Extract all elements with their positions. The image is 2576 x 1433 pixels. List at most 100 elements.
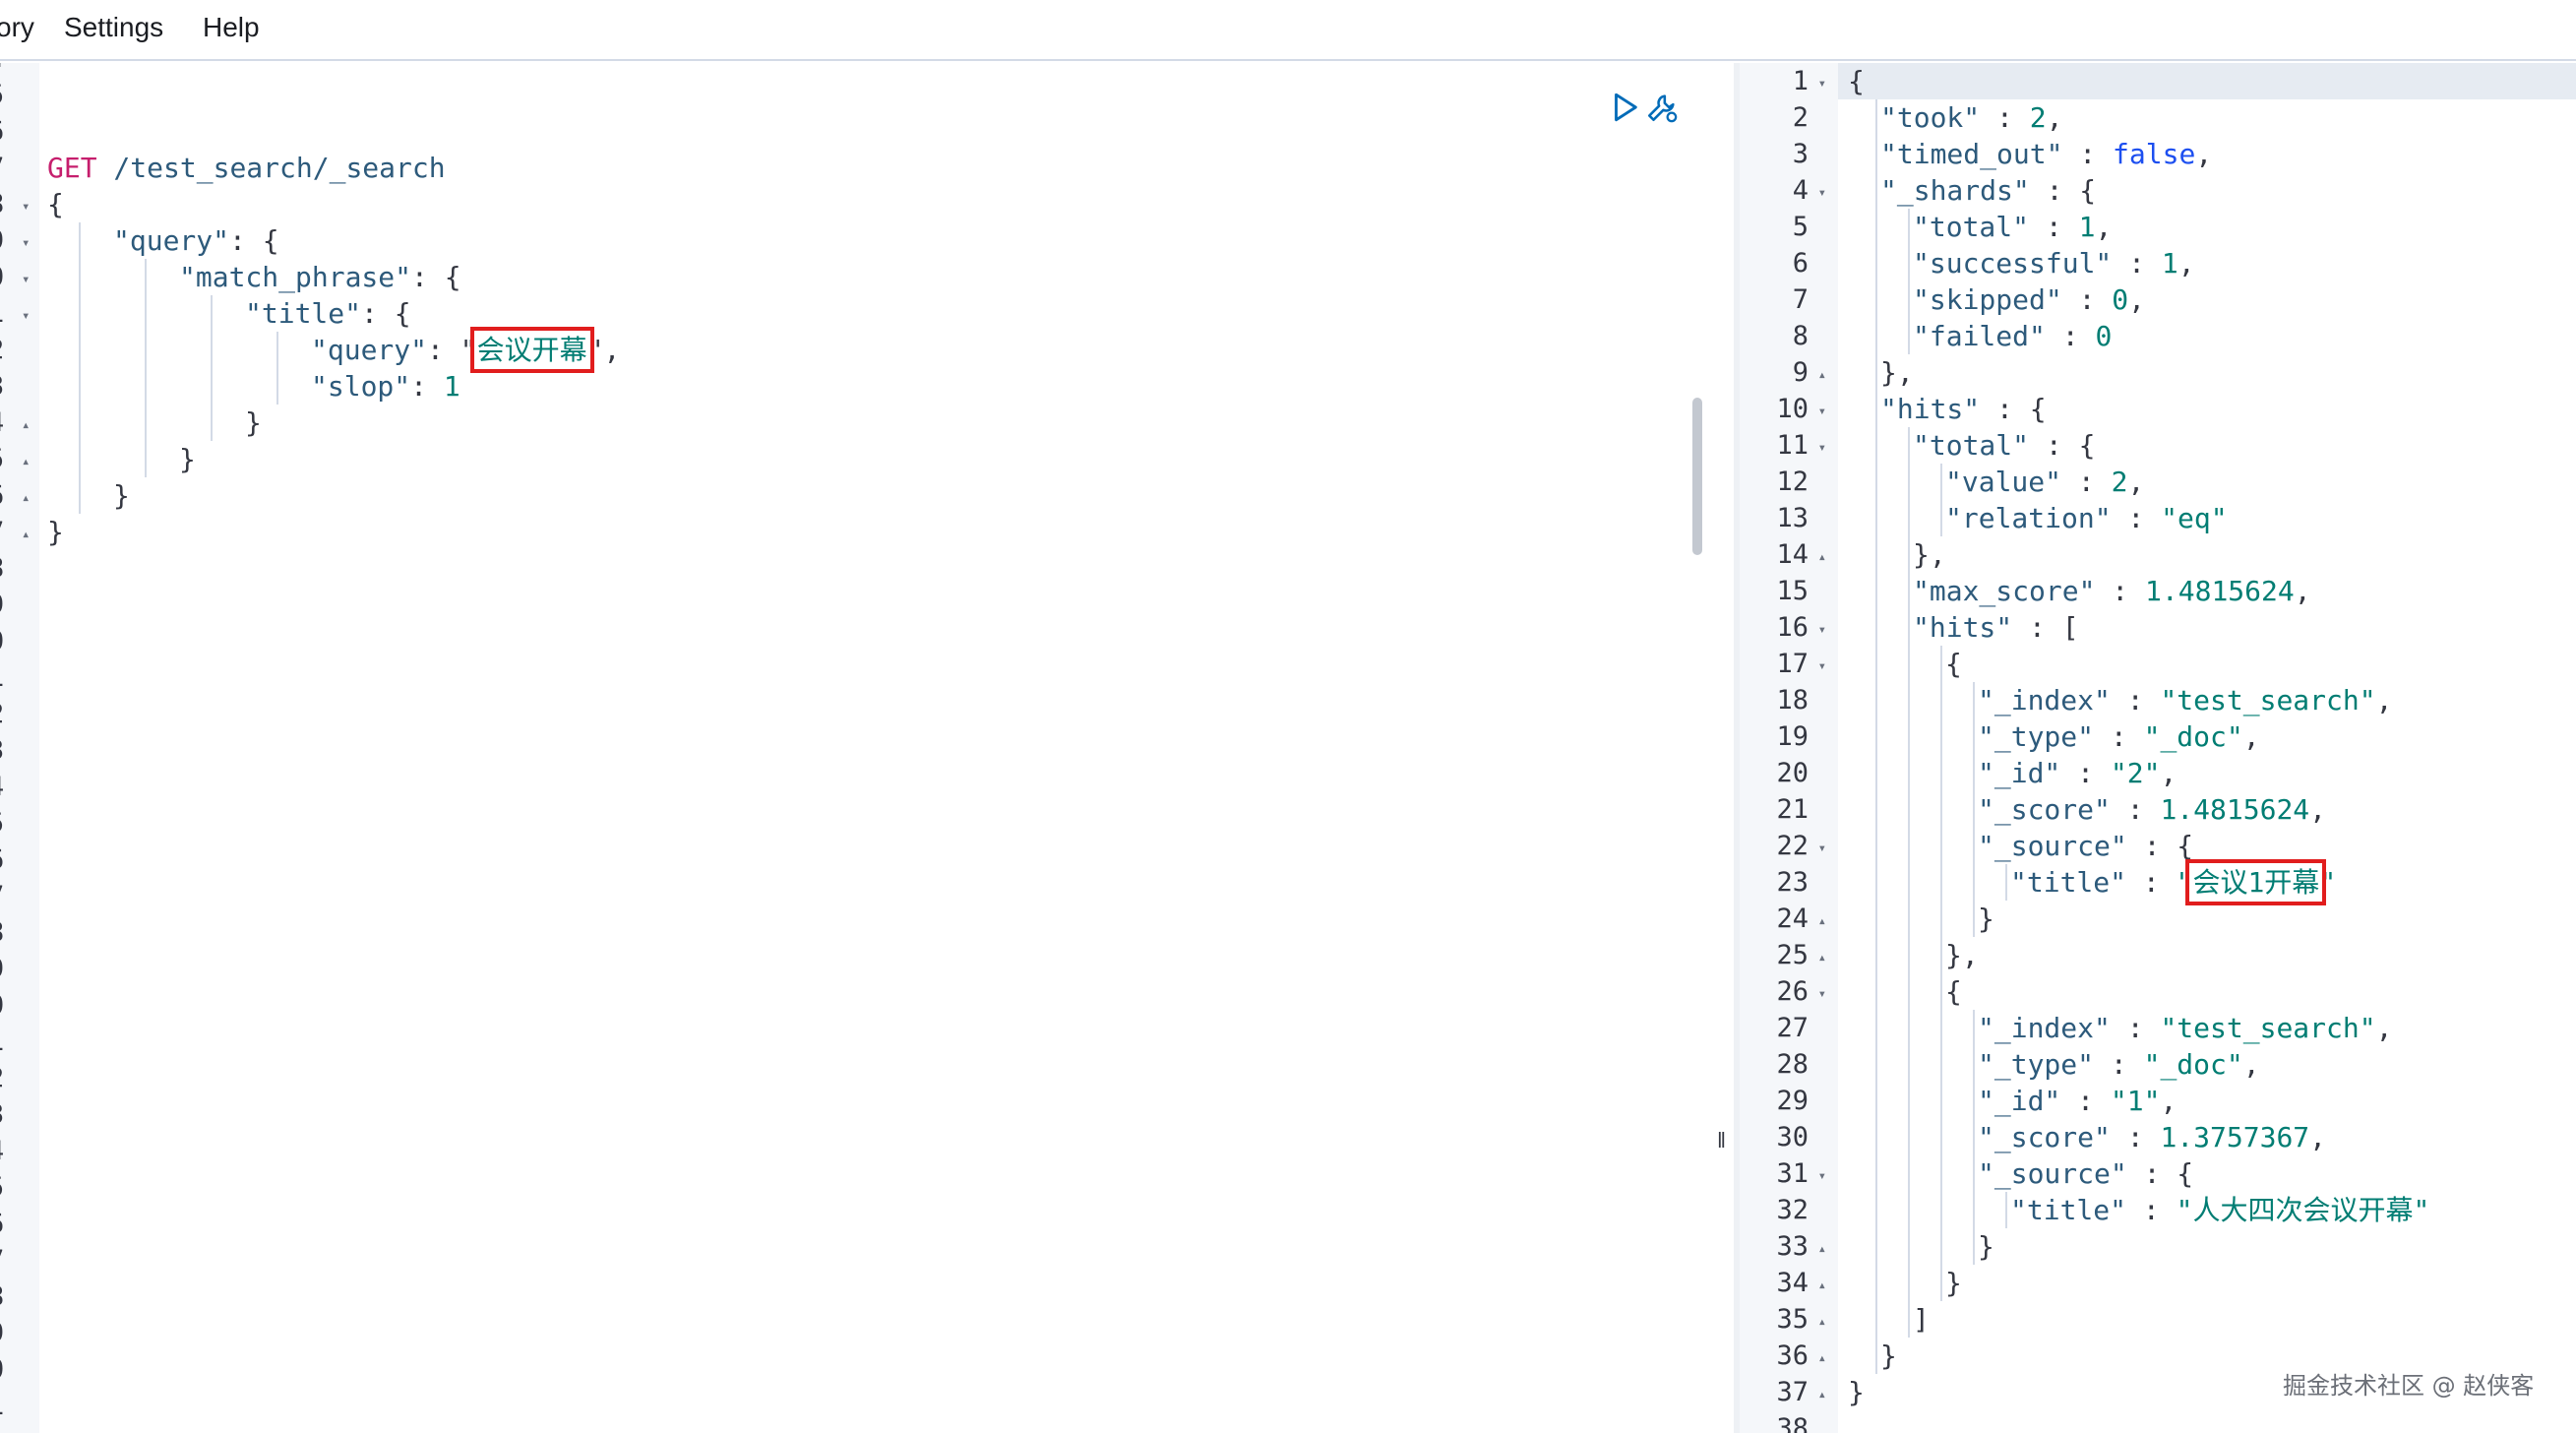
line-number: 9 — [0, 587, 4, 623]
fold-close-icon[interactable]: ▴ — [1817, 367, 1826, 383]
code-token: "2" — [2110, 757, 2161, 789]
fold-open-icon[interactable]: ▾ — [1817, 658, 1826, 674]
fold-open-icon[interactable]: ▾ — [22, 235, 31, 251]
line-number: 15 — [1776, 576, 1809, 606]
fold-open-icon[interactable]: ▾ — [22, 308, 31, 324]
code-token: ] — [1913, 1303, 1930, 1336]
code-line[interactable]: } — [179, 441, 196, 477]
fold-open-icon[interactable]: ▾ — [1817, 185, 1826, 201]
code-line[interactable]: } — [47, 514, 64, 550]
line-number: 18 — [1776, 685, 1809, 716]
indent-guide — [1908, 1083, 1910, 1119]
fold-open-icon[interactable]: ▾ — [1817, 622, 1826, 638]
response-line: "value" : 2, — [1945, 464, 2144, 500]
code-token: : — [2126, 1194, 2177, 1226]
code-line[interactable]: "match_phrase": { — [179, 259, 461, 295]
fold-open-icon[interactable]: ▾ — [1817, 440, 1826, 456]
indent-guide — [1973, 755, 1975, 791]
code-token: : [ — [2012, 611, 2079, 644]
line-number: 19 — [1776, 721, 1809, 752]
fold-close-icon[interactable]: ▴ — [1817, 913, 1826, 929]
code-line[interactable]: "query": { — [113, 222, 279, 259]
code-line[interactable]: { — [47, 186, 64, 222]
indent-guide — [1940, 1083, 1942, 1119]
line-number: 32 — [1776, 1195, 1809, 1225]
menu-history[interactable]: ory — [0, 12, 34, 42]
response-line: "total" : 1, — [1913, 209, 2112, 245]
fold-open-icon[interactable]: ▾ — [1817, 986, 1826, 1002]
line-number: 9 — [1792, 357, 1809, 388]
wrench-icon[interactable] — [1645, 91, 1679, 124]
fold-close-icon[interactable]: ▴ — [1817, 1387, 1826, 1402]
indent-guide — [1940, 1228, 1942, 1265]
line-number: 1 — [0, 1388, 4, 1424]
request-editor[interactable]: 45678901234567890123456789012345678901▾▾… — [0, 63, 1734, 1433]
fold-close-icon[interactable]: ▴ — [1817, 549, 1826, 565]
line-number: 4 — [0, 405, 4, 441]
fold-close-icon[interactable]: ▴ — [1817, 950, 1826, 966]
fold-open-icon[interactable]: ▾ — [1817, 76, 1826, 92]
indent-guide — [1973, 901, 1975, 937]
indent-guide — [211, 332, 213, 368]
fold-open-icon[interactable]: ▾ — [22, 272, 31, 287]
response-line: "_type" : "_doc", — [1978, 718, 2260, 755]
code-token: "timed_out" — [1880, 138, 2063, 170]
indent-guide — [1940, 791, 1942, 828]
fold-close-icon[interactable]: ▴ — [1817, 1277, 1826, 1293]
indent-guide — [79, 222, 81, 259]
indent-guide — [1875, 209, 1877, 245]
request-scrollbar[interactable] — [1692, 398, 1702, 555]
fold-open-icon[interactable]: ▾ — [1817, 404, 1826, 419]
code-token: "_id" — [1978, 1085, 2061, 1117]
line-number: 8 — [0, 186, 4, 222]
drag-handle-icon[interactable]: ‖ — [1717, 1128, 1727, 1153]
request-url: /test_search/_search — [96, 152, 446, 184]
fold-open-icon[interactable]: ▾ — [22, 199, 31, 215]
menu-help[interactable]: Help — [203, 12, 260, 42]
code-line[interactable]: } — [245, 405, 262, 441]
menu-settings[interactable]: Settings — [64, 12, 164, 42]
fold-close-icon[interactable]: ▴ — [1817, 1314, 1826, 1330]
indent-guide — [1940, 828, 1942, 864]
line-number: 10 — [1776, 394, 1809, 424]
indent-guide — [211, 368, 213, 405]
code-token: , — [2095, 211, 2113, 243]
fold-close-icon[interactable]: ▴ — [22, 527, 31, 542]
response-line: { — [1945, 973, 1962, 1010]
fold-open-icon[interactable]: ▾ — [1817, 1168, 1826, 1184]
code-token: : { — [2029, 174, 2097, 207]
fold-close-icon[interactable]: ▴ — [1817, 1241, 1826, 1257]
line-number: 2 — [1792, 102, 1809, 133]
code-token: "人大四次会议开幕" — [2176, 1194, 2430, 1226]
fold-close-icon[interactable]: ▴ — [22, 417, 31, 433]
pane-splitter[interactable] — [1734, 63, 1740, 1433]
play-icon[interactable] — [1608, 91, 1641, 124]
fold-close-icon[interactable]: ▴ — [1817, 1350, 1826, 1366]
code-token: { — [1945, 648, 1962, 680]
indent-guide — [1875, 245, 1877, 281]
code-line[interactable]: "title": { — [245, 295, 411, 332]
code-token: : — [2094, 1048, 2144, 1081]
code-token: : — [2110, 793, 2161, 826]
code-token: , — [2160, 1085, 2177, 1117]
code-token: , — [2294, 575, 2311, 607]
code-line[interactable]: "query": "会议开幕", — [311, 327, 620, 373]
indent-guide — [1875, 573, 1877, 609]
line-number: 22 — [1776, 831, 1809, 861]
request-line[interactable]: GET /test_search/_search — [47, 150, 446, 186]
response-line: { — [1848, 63, 1865, 99]
code-line[interactable]: } — [113, 477, 130, 514]
fold-close-icon[interactable]: ▴ — [22, 490, 31, 506]
code-line[interactable]: "slop": 1 — [311, 368, 460, 405]
code-token: }, — [1913, 538, 1946, 571]
indent-guide — [1908, 718, 1910, 755]
fold-open-icon[interactable]: ▾ — [1817, 841, 1826, 856]
fold-close-icon[interactable]: ▴ — [22, 454, 31, 469]
code-token: "successful" — [1913, 247, 2113, 280]
code-token: "test_search" — [2160, 684, 2376, 716]
line-number: 5 — [0, 441, 4, 477]
code-token: "slop" — [311, 370, 411, 403]
indent-guide — [1908, 609, 1910, 646]
line-number: 33 — [1776, 1231, 1809, 1262]
